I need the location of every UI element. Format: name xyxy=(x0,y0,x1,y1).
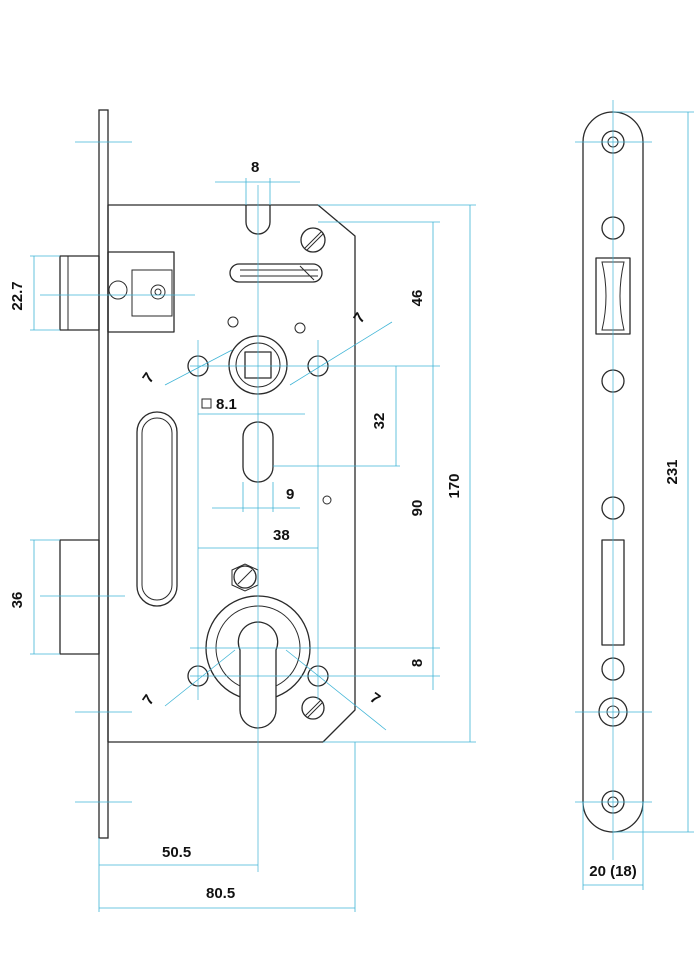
spring-slot xyxy=(229,263,323,283)
small-hole-left xyxy=(227,316,239,328)
dim-case-depth: 80.5 xyxy=(206,885,235,902)
spring xyxy=(240,265,318,281)
dim-latch-height: 22.7 xyxy=(9,281,26,310)
dim-case-height: 170 xyxy=(446,473,463,498)
side-view: 231 20 (18) xyxy=(575,100,694,890)
dim-hole-lower-right: 7 xyxy=(367,689,384,708)
screw-cylinder-slot xyxy=(237,569,253,585)
front-view xyxy=(59,109,356,839)
dim-deadbolt-height: 36 xyxy=(9,592,26,609)
vertical-slot xyxy=(136,411,178,607)
dimensions: 8 22.7 36 7 7 7 7 8.1 32 9 3 xyxy=(9,159,476,912)
dim-hole-upper-right: 7 xyxy=(350,310,369,327)
dim-cylinder-to-holes: 8 xyxy=(409,659,426,667)
vertical-slot-inner xyxy=(141,417,173,601)
screw-bottom-slot-b xyxy=(306,701,324,719)
deadbolt xyxy=(59,539,100,655)
screw-bottom xyxy=(301,696,325,720)
latch-pivot-inner xyxy=(154,288,162,296)
dim-backset: 50.5 xyxy=(162,844,191,861)
dim-hole-upper-left: 7 xyxy=(139,370,158,387)
dim-hole-lower-left: 7 xyxy=(139,692,158,709)
latch-bolt xyxy=(59,255,100,331)
faceplate-latch-opening xyxy=(595,257,631,335)
screw-bottom-slot xyxy=(304,699,322,717)
faceplate-front xyxy=(98,109,109,839)
dim-keyhole-width: 9 xyxy=(286,486,294,503)
square-symbol-icon xyxy=(201,398,212,409)
center-lines xyxy=(40,141,440,872)
dim-slot-width: 8 xyxy=(251,159,259,176)
screw-top-slot-b xyxy=(306,233,324,251)
dim-hole-spacing: 38 xyxy=(273,527,290,544)
dim-faceplate-width: 20 (18) xyxy=(589,863,637,880)
latch-mechanism xyxy=(107,251,175,333)
faceplate-latch-bolt xyxy=(601,261,625,331)
small-hole-right xyxy=(294,322,306,334)
screw-cylinder xyxy=(233,565,257,589)
dim-faceplate-length: 231 xyxy=(664,459,681,484)
screw-top-slot xyxy=(304,231,322,249)
dim-spindle-to-cylinder: 90 xyxy=(409,500,426,517)
latch-pin xyxy=(108,280,128,300)
screw-top xyxy=(300,227,326,253)
small-hole-mid xyxy=(322,495,332,505)
latch-follower xyxy=(131,269,173,317)
dim-spindle-square: 8.1 xyxy=(216,396,237,413)
dim-spindle-to-keyhole: 32 xyxy=(371,413,388,430)
dim-top-to-spindle: 46 xyxy=(409,290,426,307)
latch-pivot xyxy=(150,284,166,300)
